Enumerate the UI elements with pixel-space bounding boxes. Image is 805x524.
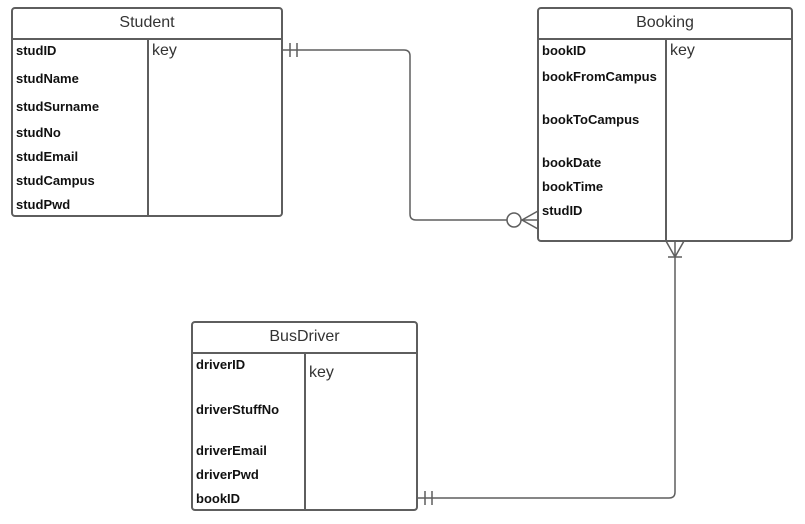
busdriver-title: BusDriver <box>193 323 416 354</box>
student-attr-studname: studName <box>16 71 79 86</box>
booking-attr-booktocampus: bookToCampus <box>542 112 640 127</box>
busdriver-attr-driverid: driverID <box>196 357 246 372</box>
booking-column-divider <box>665 38 667 240</box>
booking-attr-bookid: bookID <box>542 43 587 58</box>
student-title: Student <box>13 9 281 40</box>
busdriver-booking-line <box>417 241 676 499</box>
booking-attr-studid: studID <box>542 203 583 218</box>
booking-attr-bookfromcampus: bookFromCampus <box>542 69 657 84</box>
booking-attr-booktime: bookTime <box>542 179 604 194</box>
student-booking-line <box>282 49 538 221</box>
student-attr-studcampus: studCampus <box>16 173 95 188</box>
student-attr-studno: studNo <box>16 125 61 140</box>
busdriver-attr-bookid: bookID <box>196 491 241 506</box>
busdriver-attr-driveremail: driverEmail <box>196 443 267 458</box>
student-attr-studemail: studEmail <box>16 149 79 164</box>
booking-key-label: key <box>670 42 695 59</box>
busdriver-key-label: key <box>309 364 334 381</box>
busdriver-attr-driverstuffno: driverStuffNo <box>196 402 280 417</box>
booking-zero-marker <box>506 212 522 228</box>
student-entity: Student key studID studName studSurname … <box>11 7 283 217</box>
student-key-label: key <box>152 42 177 59</box>
student-column-divider <box>147 38 149 215</box>
student-attr-studpwd: studPwd <box>16 197 71 212</box>
booking-entity: Booking key bookID bookFromCampus bookTo… <box>537 7 793 242</box>
busdriver-column-divider <box>304 352 306 509</box>
booking-many-marker <box>520 210 539 230</box>
student-attr-studsurname: studSurname <box>16 99 100 114</box>
booking-title: Booking <box>539 9 791 40</box>
busdriver-attr-driverpwd: driverPwd <box>196 467 259 482</box>
busdriver-entity: BusDriver key driverID driverStuffNo dri… <box>191 321 418 511</box>
booking-attr-bookdate: bookDate <box>542 155 602 170</box>
student-attr-studid: studID <box>16 43 57 58</box>
